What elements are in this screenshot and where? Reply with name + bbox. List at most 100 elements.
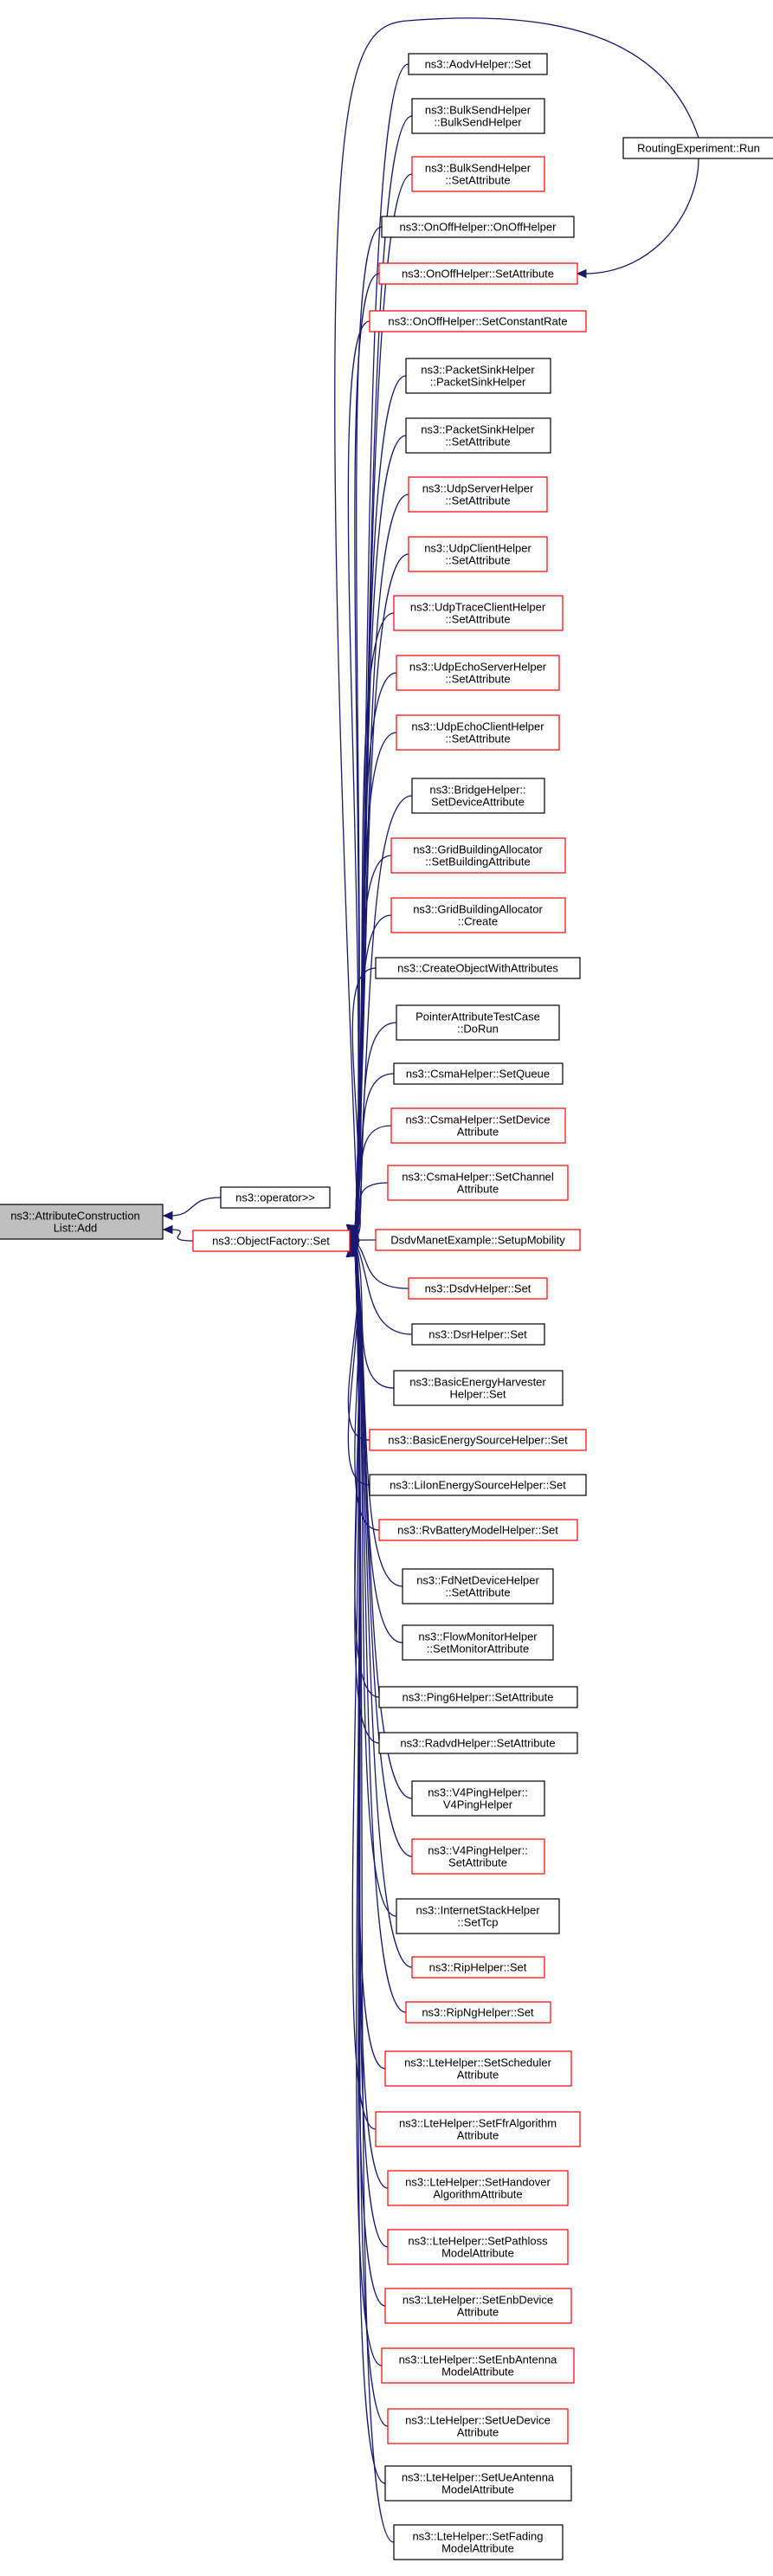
caller-node-c22[interactable]: ns3::DsdvHelper::Set bbox=[408, 1277, 548, 1300]
caller-node-c45-box[interactable] bbox=[393, 2524, 564, 2560]
caller-node-c16[interactable]: ns3::CreateObjectWithAttributes bbox=[375, 957, 581, 979]
caller-node-c24-box[interactable] bbox=[393, 1370, 564, 1406]
caller-node-c2-box[interactable] bbox=[411, 156, 545, 192]
caller-node-c8-box[interactable] bbox=[408, 476, 548, 513]
caller-node-c26[interactable]: ns3::LiIonEnergySourceHelper::Set bbox=[369, 1474, 587, 1496]
caller-node-c3-box[interactable] bbox=[381, 216, 575, 238]
caller-node-c31[interactable]: ns3::RadvdHelper::SetAttribute bbox=[378, 1732, 578, 1754]
caller-node-c27-box[interactable] bbox=[378, 1519, 578, 1541]
caller-node-c39[interactable]: ns3::LteHelper::SetHandoverAlgorithmAttr… bbox=[387, 2170, 569, 2206]
caller-node-c3[interactable]: ns3::OnOffHelper::OnOffHelper bbox=[381, 216, 575, 238]
caller-node-c32[interactable]: ns3::V4PingHelper::V4PingHelper bbox=[411, 1780, 545, 1817]
caller-node-c5[interactable]: ns3::OnOffHelper::SetConstantRate bbox=[369, 310, 587, 332]
caller-node-c15-box[interactable] bbox=[390, 897, 566, 933]
caller-node-c30-box[interactable] bbox=[378, 1686, 578, 1708]
caller-node-c21-box[interactable] bbox=[375, 1229, 581, 1251]
extra-node-e0-box[interactable] bbox=[622, 137, 773, 159]
caller-node-c29[interactable]: ns3::FlowMonitorHelper::SetMonitorAttrib… bbox=[402, 1624, 554, 1661]
caller-node-c38-box[interactable] bbox=[375, 2111, 581, 2147]
level1-node-n1[interactable]: ns3::operator>> bbox=[220, 1186, 331, 1209]
caller-node-c31-box[interactable] bbox=[378, 1732, 578, 1754]
caller-node-c34[interactable]: ns3::InternetStackHelper::SetTcp bbox=[396, 1898, 560, 1934]
caller-node-c19-box[interactable] bbox=[390, 1107, 566, 1144]
caller-node-c20-box[interactable] bbox=[387, 1165, 569, 1201]
caller-node-c39-box[interactable] bbox=[387, 2170, 569, 2206]
caller-node-c28-box[interactable] bbox=[402, 1568, 554, 1604]
caller-node-c1-box[interactable] bbox=[411, 98, 545, 134]
caller-node-c0-box[interactable] bbox=[408, 53, 548, 75]
caller-node-c14-box[interactable] bbox=[390, 837, 566, 874]
caller-node-c8[interactable]: ns3::UdpServerHelper::SetAttribute bbox=[408, 476, 548, 513]
caller-node-c5-box[interactable] bbox=[369, 310, 587, 332]
caller-node-c13-box[interactable] bbox=[411, 778, 545, 814]
caller-node-c18-box[interactable] bbox=[393, 1062, 564, 1085]
caller-node-c32-box[interactable] bbox=[411, 1780, 545, 1817]
caller-node-c9[interactable]: ns3::UdpClientHelper::SetAttribute bbox=[408, 536, 548, 572]
caller-node-c33[interactable]: ns3::V4PingHelper::SetAttribute bbox=[411, 1838, 545, 1875]
caller-node-c18[interactable]: ns3::CsmaHelper::SetQueue bbox=[393, 1062, 564, 1085]
caller-node-c9-box[interactable] bbox=[408, 536, 548, 572]
caller-node-c4[interactable]: ns3::OnOffHelper::SetAttribute bbox=[378, 262, 578, 285]
caller-node-c7[interactable]: ns3::PacketSinkHelper::SetAttribute bbox=[405, 417, 551, 454]
caller-node-c19[interactable]: ns3::CsmaHelper::SetDeviceAttribute bbox=[390, 1107, 566, 1144]
caller-node-c7-box[interactable] bbox=[405, 417, 551, 454]
caller-node-c42[interactable]: ns3::LteHelper::SetEnbAntennaModelAttrib… bbox=[381, 2347, 575, 2384]
caller-node-c29-box[interactable] bbox=[402, 1624, 554, 1661]
caller-node-c2[interactable]: ns3::BulkSendHelper::SetAttribute bbox=[411, 156, 545, 192]
caller-node-c34-box[interactable] bbox=[396, 1898, 560, 1934]
caller-node-c44[interactable]: ns3::LteHelper::SetUeAntennaModelAttribu… bbox=[384, 2465, 572, 2502]
caller-node-c17[interactable]: PointerAttributeTestCase::DoRun bbox=[396, 1004, 560, 1041]
caller-node-c44-box[interactable] bbox=[384, 2465, 572, 2502]
caller-node-c43-box[interactable] bbox=[387, 2408, 569, 2444]
caller-node-c12[interactable]: ns3::UdpEchoClientHelper::SetAttribute bbox=[396, 714, 560, 751]
caller-node-c11[interactable]: ns3::UdpEchoServerHelper::SetAttribute bbox=[396, 655, 560, 691]
caller-node-c30[interactable]: ns3::Ping6Helper::SetAttribute bbox=[378, 1686, 578, 1708]
caller-node-c28[interactable]: ns3::FdNetDeviceHelper::SetAttribute bbox=[402, 1568, 554, 1604]
caller-node-c10-box[interactable] bbox=[393, 595, 564, 631]
caller-node-c40[interactable]: ns3::LteHelper::SetPathlossModelAttribut… bbox=[387, 2229, 569, 2265]
caller-node-c12-box[interactable] bbox=[396, 714, 560, 751]
caller-node-c35[interactable]: ns3::RipHelper::Set bbox=[411, 1956, 545, 1979]
caller-node-c6[interactable]: ns3::PacketSinkHelper::PacketSinkHelper bbox=[405, 358, 551, 394]
caller-node-c36[interactable]: ns3::RipNgHelper::Set bbox=[405, 2001, 551, 2024]
level1-node-n1-box[interactable] bbox=[220, 1186, 331, 1209]
caller-node-c22-box[interactable] bbox=[408, 1277, 548, 1300]
caller-node-c6-box[interactable] bbox=[405, 358, 551, 394]
caller-node-c26-box[interactable] bbox=[369, 1474, 587, 1496]
caller-node-c40-box[interactable] bbox=[387, 2229, 569, 2265]
caller-node-c16-box[interactable] bbox=[375, 957, 581, 979]
caller-node-c36-box[interactable] bbox=[405, 2001, 551, 2024]
caller-node-c0[interactable]: ns3::AodvHelper::Set bbox=[408, 53, 548, 75]
caller-node-c14[interactable]: ns3::GridBuildingAllocator::SetBuildingA… bbox=[390, 837, 566, 874]
caller-node-c25-box[interactable] bbox=[369, 1429, 587, 1451]
caller-node-c10[interactable]: ns3::UdpTraceClientHelper::SetAttribute bbox=[393, 595, 564, 631]
caller-node-c11-box[interactable] bbox=[396, 655, 560, 691]
level1-node-n2-box[interactable] bbox=[192, 1230, 351, 1252]
caller-node-c42-box[interactable] bbox=[381, 2347, 575, 2384]
caller-node-c23[interactable]: ns3::DsrHelper::Set bbox=[411, 1323, 545, 1346]
caller-node-c33-box[interactable] bbox=[411, 1838, 545, 1875]
caller-node-c4-box[interactable] bbox=[378, 262, 578, 285]
caller-node-c21[interactable]: DsdvManetExample::SetupMobility bbox=[375, 1229, 581, 1251]
extra-node-e0[interactable]: RoutingExperiment::Run bbox=[622, 137, 773, 159]
caller-node-c23-box[interactable] bbox=[411, 1323, 545, 1346]
caller-node-c25[interactable]: ns3::BasicEnergySourceHelper::Set bbox=[369, 1429, 587, 1451]
caller-node-c41-box[interactable] bbox=[384, 2288, 572, 2324]
caller-node-c37-box[interactable] bbox=[384, 2050, 572, 2087]
level1-node-n2[interactable]: ns3::ObjectFactory::Set bbox=[192, 1230, 351, 1252]
caller-node-c15[interactable]: ns3::GridBuildingAllocator::Create bbox=[390, 897, 566, 933]
caller-node-c13[interactable]: ns3::BridgeHelper::SetDeviceAttribute bbox=[411, 778, 545, 814]
focus-node-box[interactable] bbox=[0, 1204, 164, 1240]
caller-node-c17-box[interactable] bbox=[396, 1004, 560, 1041]
caller-node-c1[interactable]: ns3::BulkSendHelper::BulkSendHelper bbox=[411, 98, 545, 134]
caller-node-c27[interactable]: ns3::RvBatteryModelHelper::Set bbox=[378, 1519, 578, 1541]
caller-node-c35-box[interactable] bbox=[411, 1956, 545, 1979]
